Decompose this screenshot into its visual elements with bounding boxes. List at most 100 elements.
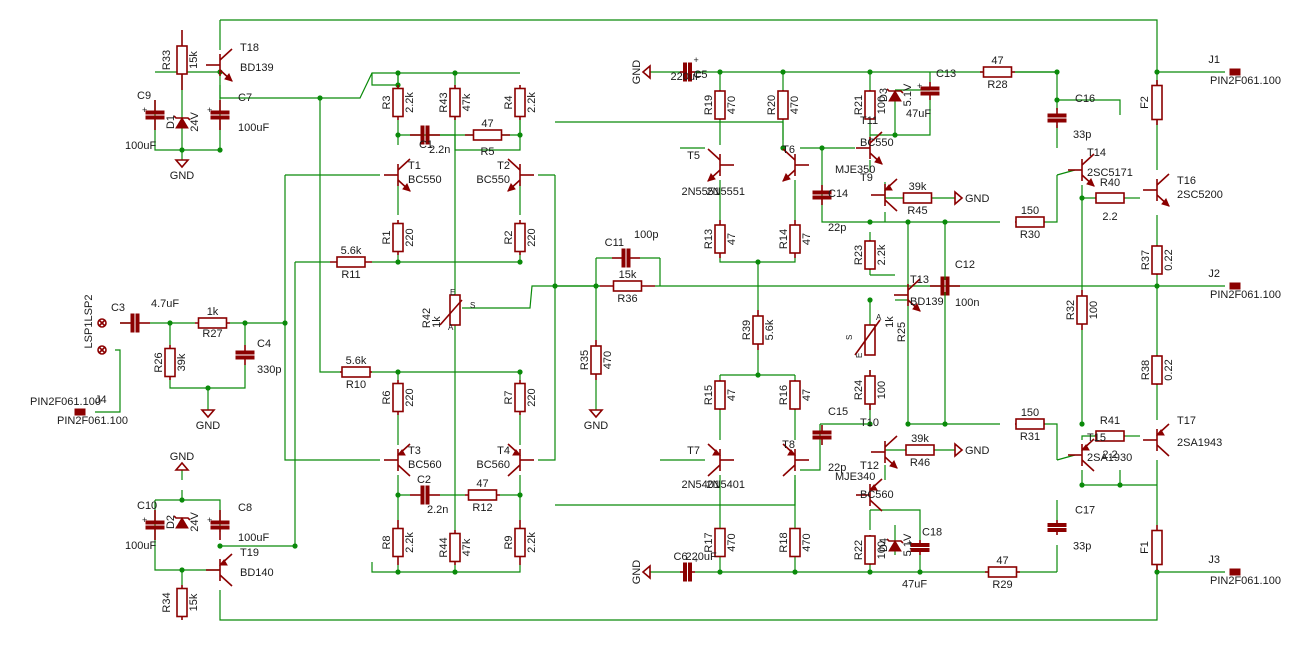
gnd-label: GND — [196, 420, 221, 432]
junction-dot — [292, 543, 298, 549]
wire — [220, 262, 296, 547]
value-label: 47k — [461, 93, 473, 111]
value-label: 100p — [634, 229, 658, 241]
ref-label: R34 — [161, 592, 173, 612]
ref-label: R27 — [202, 328, 222, 340]
resistor-r33 — [176, 30, 188, 90]
junction-dot — [217, 543, 223, 549]
value-label: 100n — [955, 297, 979, 309]
ref-label: T7 — [687, 445, 700, 457]
ref-label: C10 — [137, 500, 157, 512]
junction-dot — [867, 219, 873, 225]
junction-dot — [282, 320, 288, 326]
transistor-t6 — [782, 148, 809, 182]
junction-dot — [179, 567, 185, 573]
wire — [95, 349, 121, 413]
value-label: MJE340 — [835, 471, 875, 483]
wire — [1081, 435, 1095, 440]
value-label: 5.1V — [902, 83, 914, 106]
ground-symbol — [641, 64, 651, 80]
value-label: 2.2k — [404, 92, 416, 113]
value-label: 22p — [828, 462, 846, 474]
capacitor-c13 — [920, 82, 940, 100]
junction-dot — [452, 70, 458, 76]
ref-label: T18 — [240, 42, 259, 54]
capacitor-c1 — [410, 125, 440, 145]
value-label: 5.6k — [341, 245, 362, 257]
polarity-mark: + — [907, 538, 912, 548]
value-label: 2N5401 — [706, 479, 745, 491]
junction-dot — [1079, 482, 1085, 488]
ref-label: R19 — [703, 95, 715, 115]
value-label: BD139 — [240, 62, 274, 74]
ref-label: T17 — [1177, 415, 1196, 427]
capacitor-c11 — [612, 248, 640, 268]
resistor-r45 — [902, 192, 933, 204]
value-label: 47 — [801, 233, 813, 245]
value-label: 2.2 — [1102, 449, 1117, 461]
value-label: 0.22 — [1163, 249, 1175, 270]
ref-label: R1 — [381, 230, 393, 244]
junction-dot — [517, 492, 523, 498]
transistor-t17 — [1143, 423, 1170, 457]
ref-label: R10 — [346, 379, 366, 391]
value-label: 470 — [789, 96, 801, 114]
value-label: 5.1V — [902, 533, 914, 556]
polarity-mark: + — [694, 55, 699, 65]
junction-dot — [867, 421, 873, 427]
wire — [371, 562, 399, 573]
value-label: BC560 — [408, 459, 442, 471]
ref-label: R36 — [617, 293, 637, 305]
ref-label: C11 — [605, 237, 624, 249]
value-label: 47 — [801, 389, 813, 401]
value-label: 220uF — [671, 71, 702, 83]
value-label: 100uF — [125, 140, 156, 152]
resistor-r37 — [1151, 245, 1163, 275]
wire — [500, 475, 521, 496]
ref-label: R7 — [503, 390, 515, 404]
value-label: 2.2n — [429, 144, 450, 156]
wire — [462, 285, 600, 309]
value-label: 2N5401 — [681, 479, 720, 491]
ref-label: D2 — [165, 515, 177, 529]
ref-label: F2 — [1139, 96, 1151, 109]
gnd-label: GND — [170, 170, 195, 182]
ground-symbol — [954, 190, 964, 206]
resistor-r22 — [864, 535, 876, 565]
resistor-r46 — [905, 444, 935, 456]
ref-label: J1 — [1208, 54, 1220, 66]
value-label: 24V — [189, 512, 201, 532]
ref-label: D4 — [878, 538, 890, 552]
value-label: 2N5551 — [706, 186, 745, 198]
capacitor-c10 — [145, 510, 165, 540]
ref-label: R45 — [907, 205, 927, 217]
value-label: 100 — [876, 96, 888, 114]
value-label: MJE350 — [835, 164, 875, 176]
value-label: 2.2k — [876, 244, 888, 265]
resistor-r11 — [330, 256, 372, 268]
resistor-r10 — [340, 366, 372, 378]
value-label: 15k — [188, 593, 200, 611]
resistor-r1 — [392, 220, 404, 255]
polarity-mark: + — [694, 555, 699, 565]
value-label: 47uF — [902, 579, 927, 591]
resistor-r12 — [465, 489, 500, 501]
value-label: 470 — [602, 351, 614, 369]
ref-label: R5 — [480, 146, 494, 158]
value-label: 39k — [909, 181, 927, 193]
transistor-t19 — [206, 553, 233, 587]
capacitor-c9 — [145, 100, 165, 130]
resistor-r2 — [514, 220, 526, 255]
ref-label: C6 — [673, 551, 687, 563]
junction-dot — [1154, 569, 1160, 575]
value-label: 330p — [257, 364, 281, 376]
transistor-t8 — [782, 443, 809, 477]
ground-symbol — [200, 409, 216, 419]
ref-label: R25 — [896, 322, 908, 342]
resistor-r16 — [789, 380, 801, 410]
value-label: 470 — [801, 533, 813, 551]
ref-label: LSP1 — [83, 322, 95, 349]
junction-dot — [867, 569, 873, 575]
polarity-mark: + — [207, 105, 212, 115]
value-label: 39k — [176, 353, 188, 371]
